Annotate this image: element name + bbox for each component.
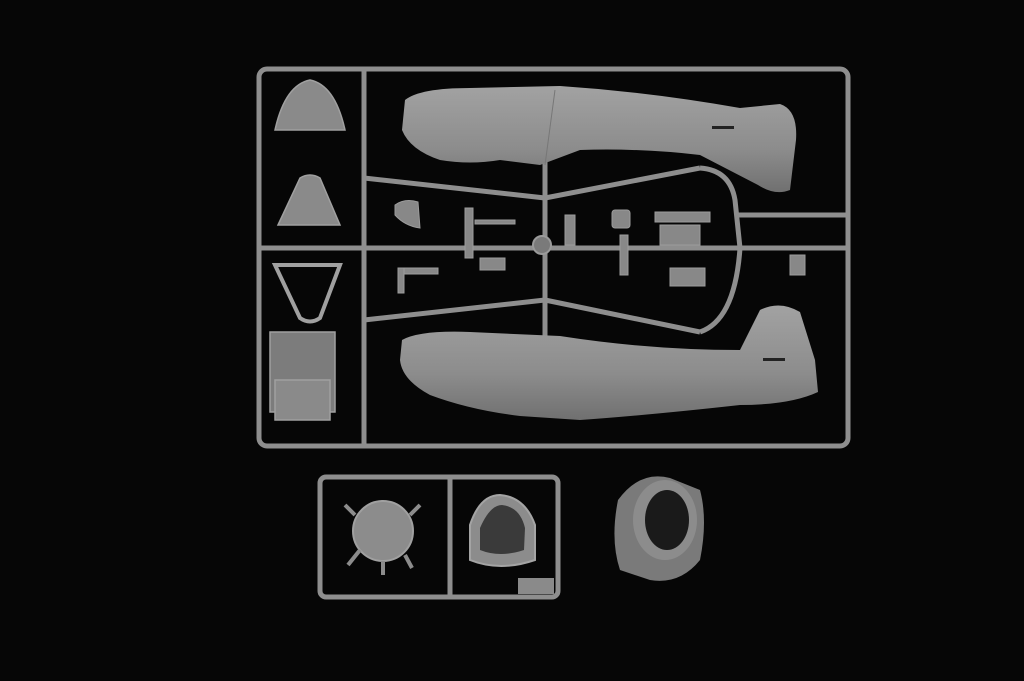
left-column-parts [269,79,346,421]
fuselage-half-lower [400,305,818,420]
small-sprue-frame [317,474,561,600]
main-sprue-frame [256,66,851,449]
sprue-tab [518,578,554,594]
fuselage-half-upper [402,86,797,193]
engine-cowling [614,476,704,581]
round-part [343,500,422,575]
instrument-panel-part [469,493,536,567]
sprue-hub [532,235,552,255]
small-parts [394,200,806,294]
